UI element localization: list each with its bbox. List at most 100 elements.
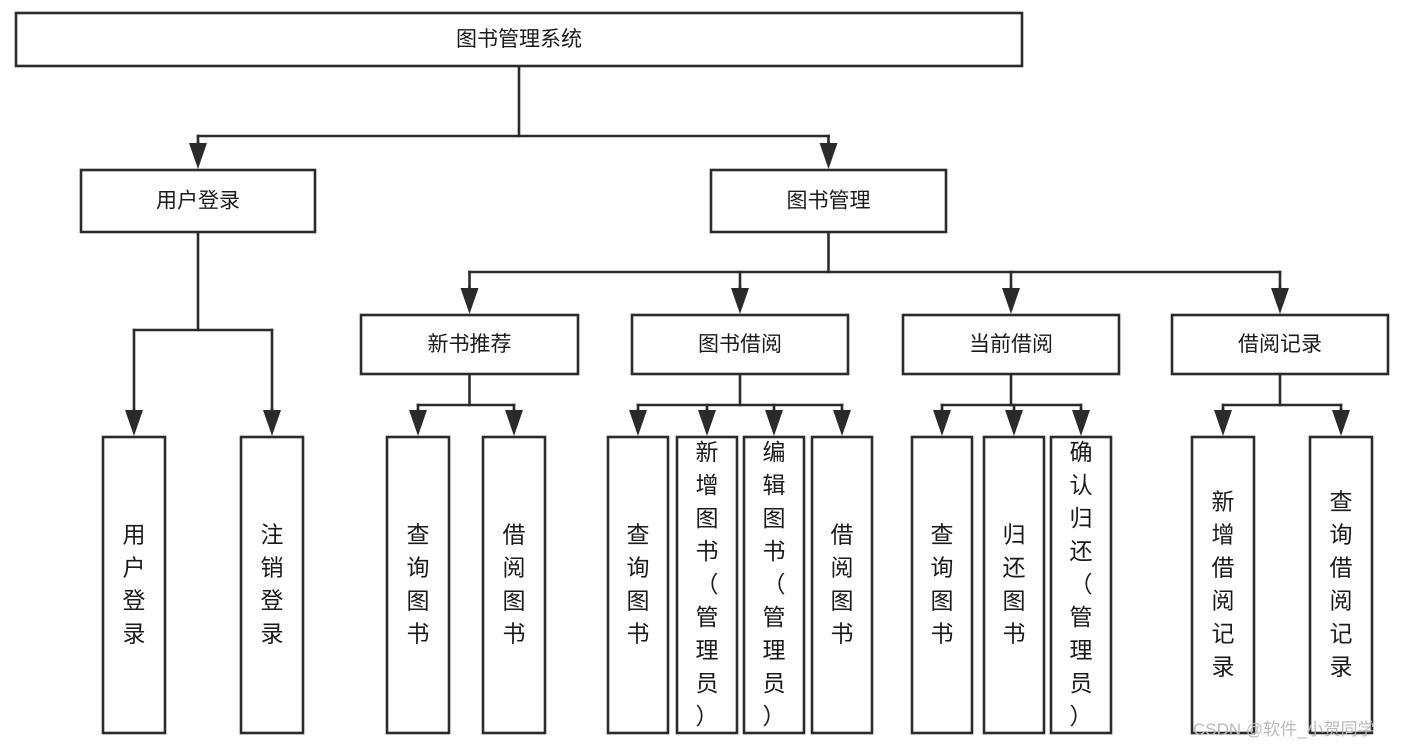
node-box-leaf-add-book-admin[interactable] <box>675 435 739 735</box>
svg-text:管: 管 <box>763 604 786 630</box>
borrow-record-to-leaves-arrow-0 <box>1214 410 1232 436</box>
svg-text:书: 书 <box>696 538 719 564</box>
svg-text:（: （ <box>763 571 786 597</box>
node-box-borrow-record[interactable] <box>1170 313 1390 376</box>
svg-text:录: 录 <box>261 621 284 647</box>
svg-text:借: 借 <box>1330 555 1353 581</box>
svg-text:理: 理 <box>696 637 719 663</box>
node-borrow-record[interactable]: 借阅记录 <box>1170 313 1390 376</box>
node-current-borrow[interactable]: 当前借阅 <box>901 313 1121 376</box>
svg-text:还: 还 <box>1003 555 1026 581</box>
svg-text:编: 编 <box>763 439 786 465</box>
node-label-leaf-user-login: 用户登录 <box>123 522 146 647</box>
svg-text:增: 增 <box>1212 522 1235 548</box>
node-box-leaf-query-book-current[interactable] <box>910 435 974 735</box>
bookmgmt-to-level3-arrow-0 <box>460 288 479 314</box>
svg-text:图: 图 <box>1003 588 1026 614</box>
node-box-leaf-query-borrow-record[interactable] <box>1308 435 1374 735</box>
svg-text:阅: 阅 <box>831 555 854 581</box>
node-label-new-book-recommend: 新书推荐 <box>428 333 512 356</box>
node-label-borrow-record: 借阅记录 <box>1238 333 1322 356</box>
node-book-management[interactable]: 图书管理 <box>709 168 948 234</box>
svg-text:图: 图 <box>763 505 786 531</box>
svg-text:理: 理 <box>1070 637 1093 663</box>
svg-text:借: 借 <box>831 522 854 548</box>
userlogin-to-leaves-arrow-0 <box>125 410 143 436</box>
svg-text:管: 管 <box>1070 604 1093 630</box>
node-box-current-borrow[interactable] <box>901 313 1121 376</box>
node-user-login[interactable]: 用户登录 <box>79 168 317 234</box>
svg-text:书: 书 <box>503 621 526 647</box>
svg-text:（: （ <box>1070 571 1093 597</box>
node-box-leaf-logout[interactable] <box>239 435 305 735</box>
svg-text:管: 管 <box>696 604 719 630</box>
current-borrow-to-leaves-arrow-2 <box>1072 410 1090 436</box>
node-box-leaf-confirm-return-admin[interactable] <box>1049 435 1113 735</box>
svg-text:录: 录 <box>123 621 146 647</box>
node-box-book-borrow[interactable] <box>630 313 850 376</box>
svg-text:归: 归 <box>1070 505 1093 531</box>
svg-text:阅: 阅 <box>1330 588 1353 614</box>
node-box-leaf-user-login[interactable] <box>101 435 167 735</box>
bookmgmt-to-level3-arrow-1 <box>731 288 749 314</box>
node-box-leaf-return-book[interactable] <box>982 435 1046 735</box>
node-box-leaf-query-book-borrow[interactable] <box>606 435 670 735</box>
svg-text:辑: 辑 <box>763 472 786 498</box>
node-box-root[interactable] <box>14 11 1024 68</box>
node-box-leaf-edit-book-admin[interactable] <box>742 435 806 735</box>
svg-text:认: 认 <box>1070 472 1093 498</box>
node-box-user-login[interactable] <box>79 168 317 234</box>
node-box-book-management[interactable] <box>709 168 948 234</box>
nodes-layer: 图书管理系统用户登录图书管理新书推荐图书借阅当前借阅借阅记录用户登录注销登录查询… <box>14 11 1390 735</box>
node-box-leaf-borrow-book-recommend[interactable] <box>481 435 547 735</box>
svg-text:阅: 阅 <box>503 555 526 581</box>
book-borrow-to-leaves-arrow-0 <box>629 410 647 436</box>
node-leaf-user-login[interactable]: 用户登录 <box>101 435 167 735</box>
svg-text:图: 图 <box>831 588 854 614</box>
svg-text:员: 员 <box>763 670 786 696</box>
node-new-book-recommend[interactable]: 新书推荐 <box>359 313 580 376</box>
svg-text:书: 书 <box>831 621 854 647</box>
node-box-new-book-recommend[interactable] <box>359 313 580 376</box>
svg-text:借: 借 <box>1212 555 1235 581</box>
svg-text:还: 还 <box>1070 538 1093 564</box>
svg-text:记: 记 <box>1212 621 1235 647</box>
node-box-leaf-add-borrow-record[interactable] <box>1190 435 1256 735</box>
svg-text:书: 书 <box>1003 621 1026 647</box>
node-root[interactable]: 图书管理系统 <box>14 11 1024 68</box>
svg-text:理: 理 <box>763 637 786 663</box>
svg-text:（: （ <box>696 571 719 597</box>
node-box-leaf-borrow-book[interactable] <box>810 435 874 735</box>
node-box-leaf-query-book-recommend[interactable] <box>385 435 451 735</box>
bookmgmt-to-level3-arrow-2 <box>1002 288 1020 314</box>
new-book-recommend-to-leaves-arrow-0 <box>409 410 427 436</box>
svg-text:查: 查 <box>627 522 650 548</box>
svg-text:用: 用 <box>123 522 146 548</box>
book-borrow-to-leaves-arrow-2 <box>765 410 783 436</box>
svg-text:）: ） <box>1070 703 1093 729</box>
svg-text:确: 确 <box>1070 439 1093 465</box>
node-book-borrow[interactable]: 图书借阅 <box>630 313 850 376</box>
